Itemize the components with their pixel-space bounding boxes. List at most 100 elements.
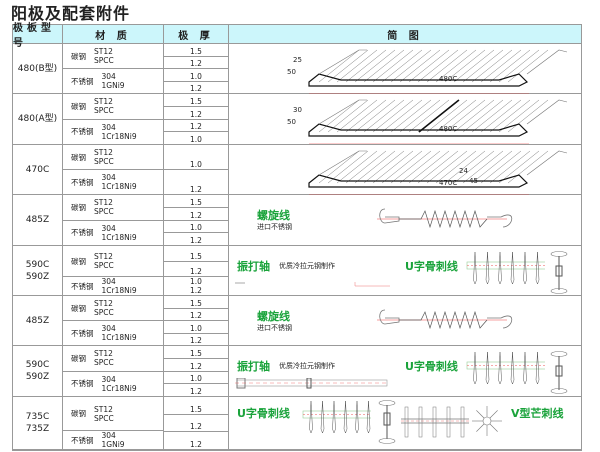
material-row: 碳钢 ST12 SPCC	[63, 94, 163, 120]
material-grade: 304 1Cr18Ni9	[101, 374, 137, 393]
material-name: 不锈钢	[71, 281, 94, 291]
page-title: 阳极及配套附件	[11, 4, 131, 23]
spiral-wire-subtitle: 进口不锈钢	[257, 223, 292, 231]
model-cell: 590C 590Z	[13, 346, 63, 396]
material-grade: 304 1Cr18Ni9	[101, 324, 137, 342]
u-spike-wire-drawing	[466, 351, 545, 385]
dimension-label: 45	[469, 177, 478, 185]
thickness-value: 1.2	[164, 57, 228, 69]
material-name: 不锈钢	[71, 328, 94, 338]
material-name: 不锈钢	[71, 228, 94, 238]
thickness-value: 1.5	[164, 296, 228, 309]
material-name: 不锈钢	[71, 379, 94, 389]
material-name: 碳钢	[71, 152, 86, 162]
model-cell: 470C	[13, 145, 63, 194]
material-grade: ST12 SPCC	[94, 404, 114, 423]
v-spike-wire-title: V型芒刺线	[511, 407, 564, 420]
material-grade: ST12 SPCC	[94, 198, 114, 217]
thickness-value: 1.2	[164, 309, 228, 321]
model-cell: 480(A型)	[13, 94, 63, 144]
thickness-value: 1.2	[164, 262, 228, 277]
thickness-value: 1.5	[164, 94, 228, 107]
thickness-value: 1.2	[190, 84, 202, 93]
u-spike-wire-drawing	[302, 400, 371, 434]
thickness-value: 1.0	[190, 135, 202, 144]
material-grade: ST12 SPCC	[94, 97, 114, 116]
model-cell: 485Z	[13, 296, 63, 345]
thickness-value: 1.2	[164, 415, 228, 433]
thickness-value: 1.0	[164, 321, 228, 334]
spiral-wire-title: 螺旋线	[257, 209, 290, 222]
anode-plate-drawing	[308, 150, 568, 195]
thickness-value: 1.2	[190, 185, 202, 194]
thickness-value: 1.2	[190, 440, 202, 450]
thickness-value: 1.2	[190, 387, 202, 396]
rapping-shaft-title: 振打轴	[237, 260, 270, 273]
v-spike-strip-drawing	[401, 406, 469, 438]
u-spike-wire-drawing	[466, 251, 545, 285]
model-cell: 735C 735Z	[13, 397, 63, 449]
material-grade: ST12 SPCC	[94, 349, 114, 368]
material-grade: ST12 SPCC	[94, 252, 114, 270]
spiral-wire-drawing	[377, 309, 513, 330]
thickness-value: 1.5	[164, 346, 228, 359]
anode-plate-drawing	[308, 99, 568, 144]
material-name: 不锈钢	[71, 435, 94, 445]
header-thickness: 极 厚	[164, 25, 229, 43]
header-diagram: 简 图	[387, 30, 423, 42]
thickness-value: 1.2	[164, 359, 228, 372]
material-name: 碳钢	[71, 303, 86, 313]
thickness-value: 1.2	[164, 107, 228, 120]
spiral-wire-title: 螺旋线	[257, 310, 290, 323]
dimension-label: 30	[293, 106, 302, 114]
material-row: 碳钢 ST12 SPCC	[63, 44, 163, 69]
plate-label: 480C	[439, 125, 458, 133]
u-spike-wire-title: U字骨刺线	[405, 360, 458, 373]
diagram-cell: 螺旋线进口不锈钢	[229, 195, 581, 245]
material-name: 不锈钢	[71, 76, 94, 86]
dimension-label: 24	[459, 167, 468, 175]
material-name: 碳钢	[71, 101, 86, 111]
u-spike-side-drawing	[550, 251, 568, 294]
v-spike-star-drawing	[472, 406, 502, 436]
material-grade: 304 1Cr18Ni9	[101, 122, 137, 141]
thickness-value: 1.5	[164, 195, 228, 208]
material-grade: 304 1Cr18Ni9	[101, 173, 137, 191]
material-name: 碳钢	[71, 51, 86, 61]
material-grade: 304 1Cr18Ni9	[101, 223, 137, 242]
u-spike-wire-title: U字骨刺线	[405, 260, 458, 273]
material-grade: ST12 SPCC	[94, 47, 114, 65]
dimension-label: 25	[293, 56, 302, 64]
model-cell: 590C 590Z	[13, 246, 63, 295]
model-cell: 480(B型)	[13, 44, 63, 93]
